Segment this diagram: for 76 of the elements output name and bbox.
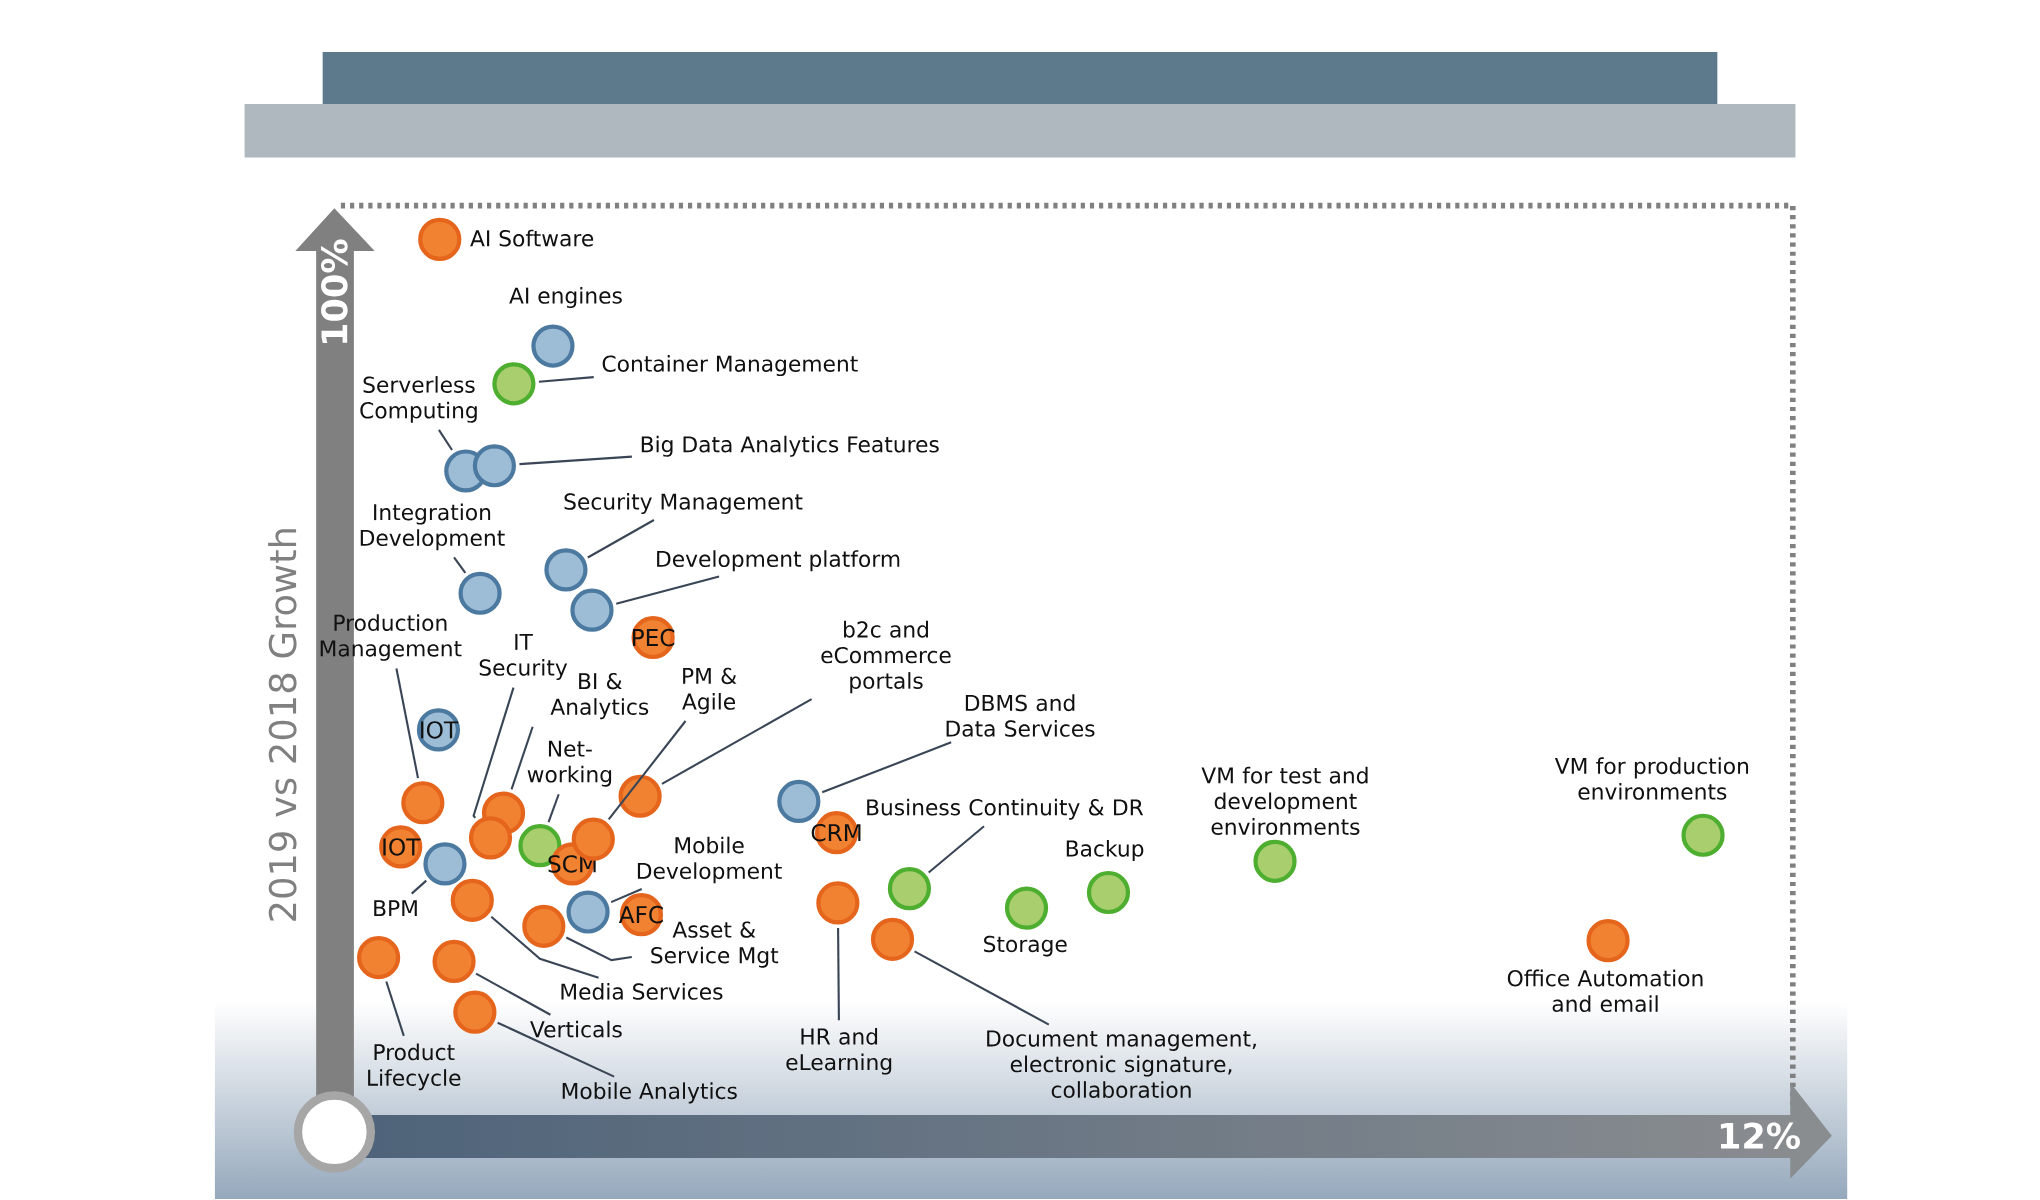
leader-line [538,376,594,383]
bubble [522,904,566,949]
leader-line [547,794,560,823]
category-label: Document management, electronic signature, collaboration [987,1030,1256,1099]
leader-line [928,825,985,874]
category-label: Media Services [561,983,723,1001]
category-label: BPM [374,900,417,917]
category-label: Mobile Analytics [562,1082,737,1104]
category-label: Mobile Development [637,836,782,884]
category-label: Serverless Computing [360,376,477,423]
leader-line [914,950,1050,1026]
bubble [432,940,476,984]
bubble [450,878,494,923]
bubble: IOT [416,708,461,752]
bubble [887,867,932,911]
bubble-label: AI Software [470,229,594,247]
bubble-label: Backup [1066,840,1144,862]
category-label: Development platform [657,550,900,572]
bubble [816,881,860,925]
category-label: Production Management [320,614,462,662]
category-label: Verticals [530,1020,622,1038]
bubble [453,990,497,1035]
bubble [357,936,401,980]
axis-label: 100% [321,239,348,344]
leader-line [490,916,599,979]
category-label: Net- working [527,740,612,787]
bubble [566,890,610,934]
bubble [472,444,516,488]
leader-line [610,888,643,904]
leader-line [472,687,515,819]
leader-line [453,556,467,574]
bubble [468,816,513,860]
bubble-label: VM for production environments [1554,757,1749,801]
bubble [492,362,536,406]
bubble-label: Office Automation and email [1507,969,1703,1013]
bubble [544,548,588,592]
bubble-label: Storage [984,936,1067,957]
leader-line [615,575,720,605]
category-label: Security Management [564,493,803,515]
leader-line [837,928,840,1021]
category-label: Business Continuity & DR [867,798,1144,820]
bubble [401,781,445,825]
category-label: b2c and eCommerce portals [821,621,951,694]
leader-line [510,726,534,790]
bubble: IOT [379,825,423,869]
category-label: Container Management [602,355,858,377]
leader-line [587,519,655,559]
axis-label: 12% [1720,1122,1800,1150]
leader-line [395,668,420,779]
bubble [570,588,614,632]
category-label: PM & Agile [682,667,737,715]
category-label: DBMS and Data Services [946,694,1095,738]
category-label: Product Lifecycle [368,1043,461,1091]
bubble [458,571,502,616]
category-label: HR and eLearning [786,1028,892,1075]
category-label: IT Security [479,634,568,681]
bubble-label: AI engines [509,287,622,309]
category-label: Integration Development [360,503,505,551]
bubble-label: VM for test and development environments [1201,767,1368,836]
leader-line [411,880,427,895]
leader-line [385,981,405,1037]
bubble [423,842,467,886]
leader-line [565,936,632,962]
leader-line [475,972,551,1016]
axis-label: 2019 vs 2018 Growth [268,529,297,921]
leader-line [519,455,632,466]
bubble [618,774,662,819]
category-label: Big Data Analytics Features [641,435,939,457]
leader-line [661,698,813,785]
bubble [777,780,821,824]
leader-line [438,429,453,451]
bubble [870,917,915,962]
leader-line [607,720,687,821]
leader-line [821,741,952,794]
bubble: PEC [631,616,675,660]
leader-line [497,1022,615,1078]
